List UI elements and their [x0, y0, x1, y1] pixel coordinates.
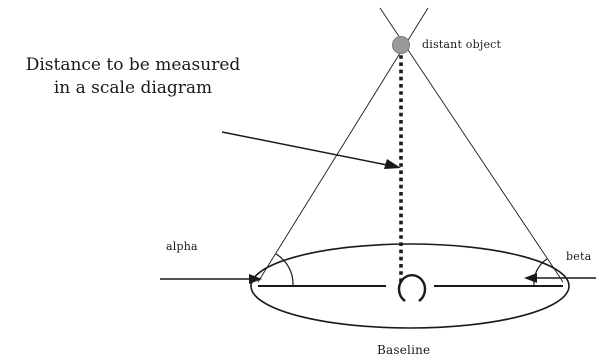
alpha-arrowhead	[249, 274, 262, 284]
beta-label: beta	[566, 250, 592, 263]
distant-object-label: distant object	[422, 38, 502, 51]
alpha-angle-arc	[275, 253, 294, 287]
beta-angle-arc	[533, 258, 548, 287]
distance-label: Distance to be measured in a scale diagr…	[10, 54, 256, 100]
baseline-label: Baseline	[377, 343, 431, 357]
alpha-label: alpha	[166, 240, 198, 253]
distance-pointer-arrowhead	[384, 159, 401, 169]
baseline-ellipse	[250, 243, 570, 329]
distant-object-dot	[392, 36, 410, 54]
distance-pointer-arrow	[221, 131, 393, 167]
observer-symbol	[397, 274, 427, 302]
beta-arrowhead	[524, 273, 537, 283]
right-sight-line	[379, 7, 564, 283]
distance-label-line2: in a scale diagram	[53, 78, 213, 98]
distance-label-line1: Distance to be measured	[25, 55, 241, 75]
